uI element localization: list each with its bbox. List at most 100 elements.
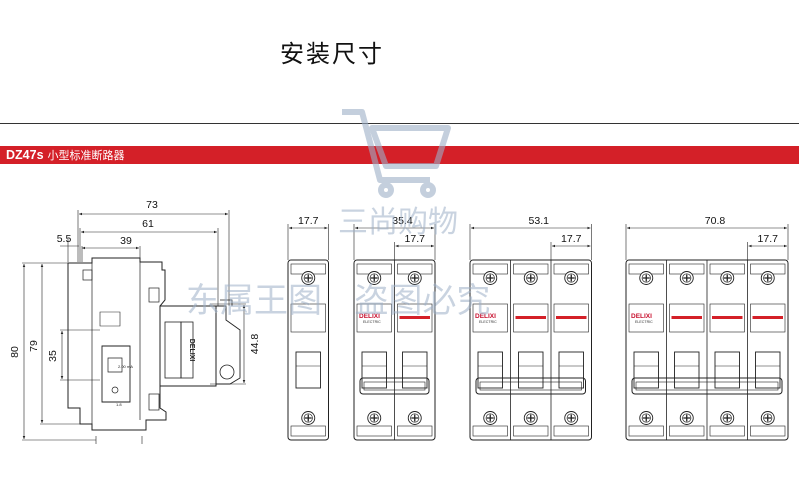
watermark-line2: 东属王图 盗图必究 <box>186 281 490 321</box>
label-panel <box>472 303 508 333</box>
front-outline <box>287 259 329 441</box>
brand-sub: ELECTRIC <box>635 320 653 324</box>
terminal-bottom <box>513 425 549 437</box>
dim-79: 79 <box>28 340 40 352</box>
screw-icon <box>523 410 538 426</box>
terminal-bottom <box>356 425 392 437</box>
toggle-handle <box>518 351 544 389</box>
label-panel <box>397 303 433 333</box>
terminal-bottom <box>628 425 664 437</box>
label-panel <box>750 303 786 333</box>
handle-tie-bar-inner <box>635 381 779 391</box>
red-stripe <box>399 316 430 319</box>
cart-watermark-icon <box>342 109 451 198</box>
terminal-bottom <box>397 425 433 437</box>
side-knob-label: DELIXI <box>188 339 195 362</box>
label-panel <box>290 303 326 333</box>
screw-icon <box>720 410 735 426</box>
front-width-dimension <box>287 224 329 260</box>
screw-icon <box>639 410 654 426</box>
page-title: 安装尺寸 <box>280 40 384 68</box>
toggle-handle <box>477 351 503 389</box>
front-outline <box>469 259 592 441</box>
terminal-bottom <box>472 425 508 437</box>
dim-35: 35 <box>47 350 59 362</box>
terminal-bottom <box>290 425 326 437</box>
front-view-1p: 17.7 <box>287 215 329 441</box>
label-panel <box>628 303 664 333</box>
toggle-handle <box>295 351 321 389</box>
dim-80: 80 <box>9 346 21 358</box>
screw-icon <box>679 410 694 426</box>
screw-icon <box>720 270 735 286</box>
dim-73: 73 <box>146 199 158 211</box>
handle-tie-bar <box>359 377 430 395</box>
front-views: 17.7DELIXIELECTRIC35.417.7DELIXIELECTRIC… <box>287 215 789 441</box>
red-stripe <box>712 316 743 319</box>
toggle-handle <box>755 351 781 389</box>
label-panel <box>356 303 392 333</box>
label-panel <box>513 303 549 333</box>
screw-icon <box>367 410 382 426</box>
label-panel <box>709 303 745 333</box>
dim-5-5: 5.5 <box>57 233 72 245</box>
screw-icon <box>523 270 538 286</box>
brand-name: DELIXI <box>631 313 652 320</box>
screw-icon <box>301 410 316 426</box>
handle-tie-bar-inner <box>363 381 426 391</box>
svg-text:2.00 mA: 2.00 mA <box>118 364 133 369</box>
watermark: 三尚购物 东属王图 盗图必究 <box>186 109 490 321</box>
screw-icon <box>564 270 579 286</box>
screw-icon <box>760 270 775 286</box>
handle-tie-bar <box>475 377 586 395</box>
terminal-bottom <box>709 425 745 437</box>
terminal-bottom <box>669 425 705 437</box>
screw-icon <box>679 270 694 286</box>
front-pole-label: 17.7 <box>561 233 582 245</box>
front-pole-label: 17.7 <box>405 233 426 245</box>
toggle-handle <box>674 351 700 389</box>
front-width-dimension <box>469 224 592 260</box>
toggle-handle <box>633 351 659 389</box>
handle-tie-bar <box>631 377 783 395</box>
side-view: DELIXI 2.00 mA 1.8 <box>67 257 241 444</box>
terminal-bottom <box>750 425 786 437</box>
dim-61: 61 <box>142 218 154 230</box>
screw-icon <box>564 410 579 426</box>
front-width-label: 35.4 <box>392 215 413 227</box>
side-body-outline <box>67 257 167 431</box>
red-stripe <box>556 316 587 319</box>
front-width-label: 70.8 <box>705 215 726 227</box>
red-stripe <box>515 316 546 319</box>
screw-icon <box>760 410 775 426</box>
brand-name: DELIXI <box>475 313 496 320</box>
brand-sub: ELECTRIC <box>479 320 497 324</box>
label-panel <box>669 303 705 333</box>
screw-icon <box>407 410 422 426</box>
section-model: DZ47s <box>6 148 44 162</box>
brand-sub: ELECTRIC <box>363 320 381 324</box>
brand-name: DELIXI <box>359 313 380 320</box>
red-stripe <box>752 316 783 319</box>
red-stripe <box>671 316 702 319</box>
toggle-handle <box>714 351 740 389</box>
section-description: 小型标准断路器 <box>47 149 125 162</box>
front-width-dimension <box>625 224 789 260</box>
svg-text:1.8: 1.8 <box>116 402 122 407</box>
dim-44-8: 44.8 <box>249 334 261 355</box>
screw-icon <box>639 270 654 286</box>
front-width-dimension <box>353 224 436 260</box>
label-panel <box>553 303 589 333</box>
dim-39: 39 <box>120 235 132 247</box>
side-front-face <box>159 305 217 387</box>
screw-icon <box>483 410 498 426</box>
toggle-handle <box>361 351 387 389</box>
toggle-handle <box>402 351 428 389</box>
handle-tie-bar-inner <box>479 381 582 391</box>
front-pole-label: 17.7 <box>758 233 779 245</box>
